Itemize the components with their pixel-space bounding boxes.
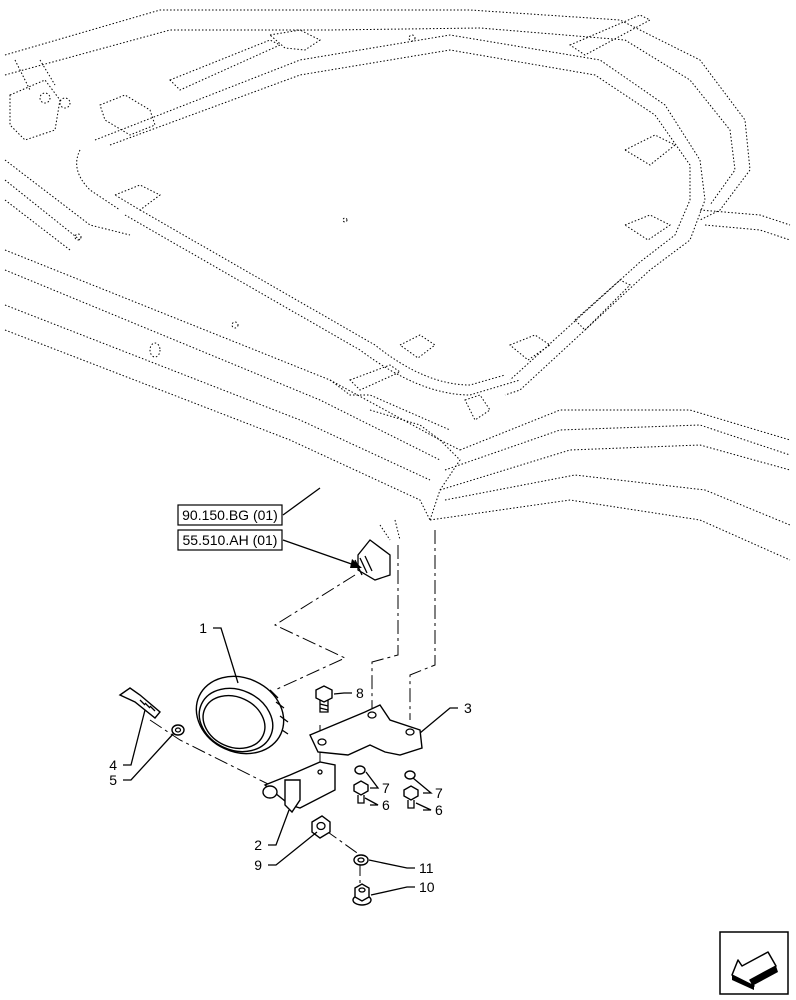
callout-6-left: 6 (382, 797, 390, 813)
flat-washer-hole (357, 857, 365, 863)
ref-box-90150bg[interactable]: 90.150.BG (01) (177, 504, 283, 526)
washer-hole (174, 727, 182, 733)
callout-4: 4 (109, 757, 117, 773)
callout-1: 1 (199, 620, 207, 636)
callout-leaders (123, 627, 458, 896)
next-page-arrow-icon[interactable] (719, 931, 789, 995)
lamp-bracket (262, 761, 336, 814)
mounting-plate (309, 704, 423, 756)
cab-roof-frame (4, 9, 791, 561)
work-lamp (195, 675, 289, 755)
ref-55510ah-label: 55.510.AH (01) (183, 532, 278, 548)
callout-9: 9 (254, 857, 262, 873)
bolt (118, 687, 161, 719)
ref-90150bg-leader (282, 487, 321, 516)
ref-box-55510ah[interactable]: 55.510.AH (01) (177, 529, 283, 551)
wiring-connector (354, 519, 401, 581)
callout-2: 2 (254, 837, 262, 853)
assembly-centerlines (149, 530, 436, 890)
lock-washer-right (404, 770, 416, 780)
callout-5: 5 (109, 772, 117, 788)
callout-7-right: 7 (435, 785, 443, 801)
callout-3: 3 (464, 700, 472, 716)
hex-bolt (315, 685, 333, 713)
callout-10: 10 (419, 879, 435, 895)
callout-8: 8 (356, 685, 364, 701)
lock-washer-left (354, 765, 366, 775)
ref-90150bg-label: 90.150.BG (01) (182, 507, 278, 523)
screw-left (353, 780, 369, 804)
callout-11: 11 (419, 860, 434, 876)
nut (311, 815, 331, 839)
flange-nut (352, 883, 372, 906)
washer (171, 724, 185, 736)
ref-55510ah-leader (282, 539, 361, 568)
flat-washer (353, 854, 369, 866)
screw-right (403, 785, 419, 809)
callout-7-left: 7 (382, 780, 390, 796)
callout-6-right: 6 (435, 802, 443, 818)
